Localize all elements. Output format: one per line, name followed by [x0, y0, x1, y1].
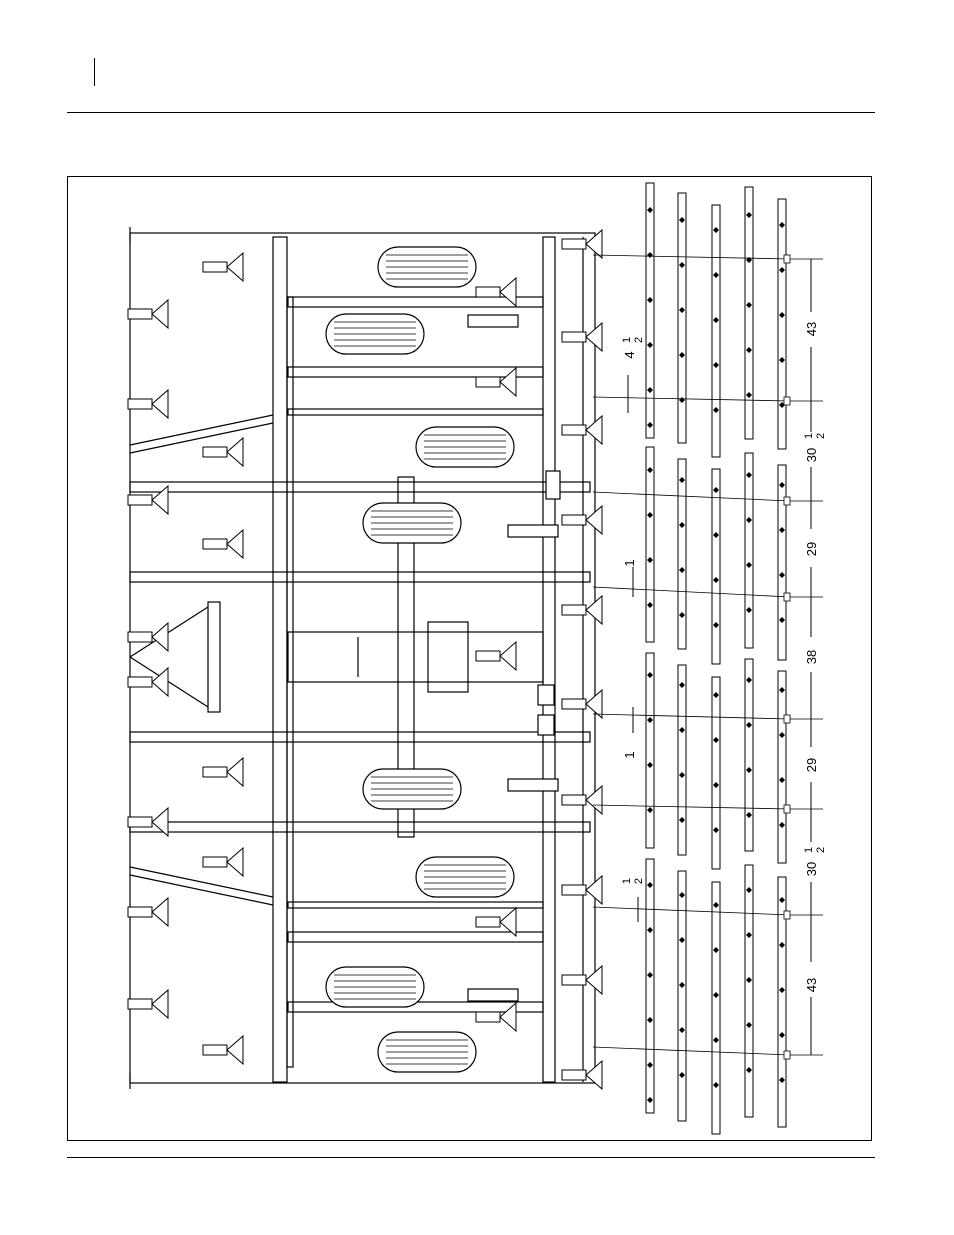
harrow-bar — [646, 183, 654, 438]
svg-text:2: 2 — [633, 337, 645, 343]
harrow-bar — [678, 665, 686, 855]
harrow-bar — [646, 859, 654, 1113]
svg-text:2: 2 — [633, 878, 645, 884]
shank — [476, 278, 516, 306]
svg-text:1: 1 — [803, 847, 815, 853]
svg-text:1: 1 — [803, 433, 815, 439]
diagram-frame: 43 30 1 2 29 38 29 30 1 2 43 4 1 2 1 1 — [67, 176, 872, 1141]
harrow-bar — [712, 469, 720, 664]
shank — [562, 506, 602, 534]
harrow-bar — [745, 453, 753, 648]
shank — [203, 530, 243, 558]
harrow-bar — [646, 447, 654, 642]
shank — [476, 642, 516, 670]
harrow-bar — [646, 653, 654, 848]
implement-top-view-drawing: 43 30 1 2 29 38 29 30 1 2 43 4 1 2 1 1 — [68, 177, 872, 1141]
dim-30-half-top: 30 1 2 — [803, 433, 827, 462]
cylinder — [468, 989, 518, 1001]
svg-text:4: 4 — [622, 351, 637, 358]
shank — [128, 300, 168, 328]
shank — [562, 1061, 602, 1089]
footer-rule — [67, 1157, 875, 1158]
shank — [562, 596, 602, 624]
offset-1-top: 1 — [622, 559, 637, 566]
harrow-bar — [678, 193, 686, 443]
harrow-bar — [778, 465, 786, 660]
svg-text:30: 30 — [804, 862, 819, 876]
harrow-bar — [712, 205, 720, 457]
dim-38: 38 — [804, 650, 819, 664]
shank — [203, 438, 243, 466]
shank — [128, 390, 168, 418]
shank — [128, 990, 168, 1018]
shank — [476, 1003, 516, 1031]
shank-assemblies — [128, 230, 602, 1089]
shank — [203, 848, 243, 876]
shank — [203, 1036, 243, 1064]
offset-half: 1 2 — [621, 878, 645, 884]
shank — [128, 486, 168, 514]
shank — [562, 786, 602, 814]
harrow-bar — [678, 871, 686, 1121]
dim-43-top: 43 — [804, 322, 819, 336]
svg-text:30: 30 — [804, 448, 819, 462]
cylinder — [508, 525, 558, 537]
shank — [203, 758, 243, 786]
harrow-bar — [745, 187, 753, 439]
harrow-bar — [778, 671, 786, 863]
dim-29-bottom: 29 — [804, 758, 819, 772]
shank — [562, 876, 602, 904]
harrow-bar — [678, 459, 686, 649]
harrow-bar — [712, 882, 720, 1134]
cylinder — [468, 315, 518, 327]
shank — [562, 966, 602, 994]
harrow-tine-bars — [646, 183, 786, 1134]
harrow-bar — [745, 865, 753, 1117]
rear-toolbar — [543, 237, 555, 1082]
main-toolbar — [273, 237, 287, 1082]
cylinder — [508, 779, 558, 791]
harrow-bar — [778, 199, 786, 449]
shank — [203, 253, 243, 281]
dim-43-bottom: 43 — [804, 978, 819, 992]
harrow-bar — [712, 677, 720, 869]
shank — [128, 898, 168, 926]
shank — [128, 623, 168, 651]
dim-29-top: 29 — [804, 542, 819, 556]
svg-text:1: 1 — [621, 337, 633, 343]
dim-30-half-bottom: 30 1 2 — [803, 847, 827, 876]
outer-frame — [130, 233, 595, 1083]
shank — [562, 323, 602, 351]
offset-4-half: 4 1 2 — [621, 337, 645, 359]
svg-text:2: 2 — [815, 433, 827, 439]
shank — [562, 416, 602, 444]
harrow-bar — [745, 659, 753, 851]
shank — [128, 668, 168, 696]
shank — [476, 368, 516, 396]
svg-text:2: 2 — [815, 847, 827, 853]
svg-text:1: 1 — [621, 878, 633, 884]
frame-structure — [130, 227, 595, 1089]
offset-1-bottom: 1 — [622, 751, 637, 758]
shank — [562, 230, 602, 258]
header-marker — [94, 58, 95, 86]
header-rule — [67, 112, 875, 113]
